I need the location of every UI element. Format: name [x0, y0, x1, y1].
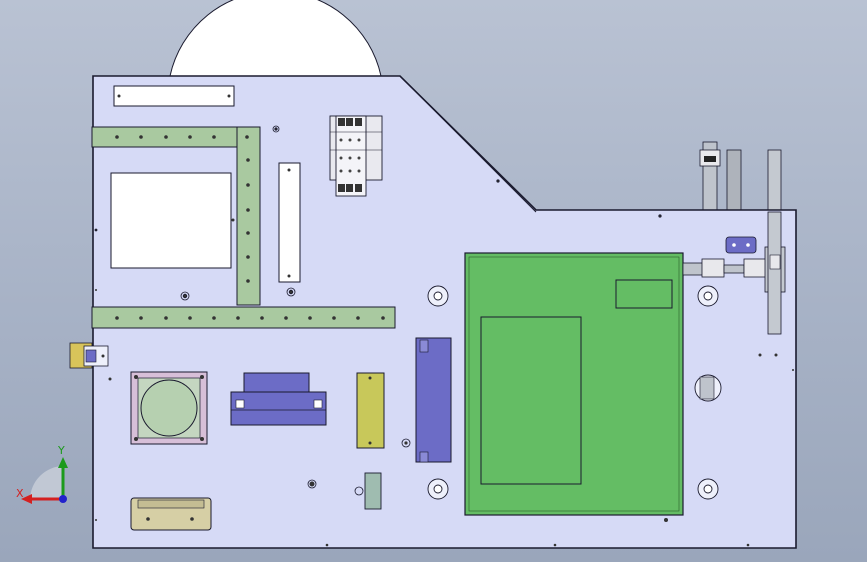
display-window[interactable]: [110, 172, 232, 269]
round-cover-disc[interactable]: [169, 0, 382, 77]
side-connector[interactable]: [69, 342, 109, 369]
mount-holes: [94, 125, 662, 301]
y-axis-label: Y: [57, 444, 65, 457]
label-plate[interactable]: [113, 85, 235, 107]
green-rail-frame[interactable]: [91, 126, 396, 329]
coordinate-triad: Y X: [16, 444, 68, 504]
terminal-block[interactable]: [329, 115, 383, 197]
x-axis-label: X: [16, 487, 24, 500]
pipe-fitting[interactable]: [682, 211, 786, 335]
sensor-port[interactable]: [694, 374, 722, 402]
olive-module[interactable]: [356, 372, 385, 449]
handle-bracket[interactable]: [130, 497, 212, 531]
small-bracket[interactable]: [725, 236, 757, 254]
misc-holes: [95, 289, 794, 547]
blue-relay[interactable]: [230, 372, 327, 426]
blue-power-module[interactable]: [415, 337, 452, 463]
fan-connector[interactable]: [130, 371, 208, 445]
cable-clip[interactable]: [354, 472, 382, 510]
pcb-board[interactable]: [464, 252, 684, 516]
terminal-slot[interactable]: [278, 162, 301, 283]
vertical-rods[interactable]: [699, 141, 782, 213]
standoffs[interactable]: [427, 285, 719, 500]
chamfer-edge: [402, 78, 537, 213]
